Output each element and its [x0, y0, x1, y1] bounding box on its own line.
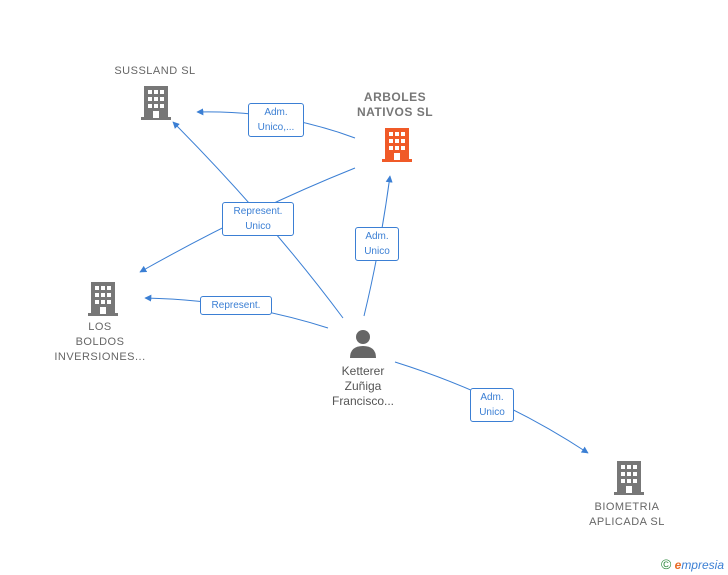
building-icon[interactable]	[382, 128, 412, 162]
sussland-label[interactable]: SUSSLAND SL	[114, 65, 196, 77]
losboldos-label[interactable]: LOS BOLDOS INVERSIONES...	[54, 321, 146, 363]
brand-watermark: © empresia	[660, 556, 724, 572]
person-icon[interactable]	[348, 328, 378, 358]
copyright-icon: ©	[660, 556, 672, 572]
building-icon[interactable]	[141, 86, 171, 120]
biometria-label[interactable]: BIOMETRIA APLICADA SL	[589, 501, 665, 528]
edge-label-adm-unico-sussland: Adm. Unico,...	[248, 103, 304, 137]
edge-label-represent-losboldos: Represent.	[200, 296, 272, 315]
edge-label-adm-unico-arboles: Adm. Unico	[355, 227, 399, 261]
person-label[interactable]: Ketterer Zuñiga Francisco...	[331, 364, 394, 408]
arboles-label[interactable]: ARBOLES NATIVOS SL	[356, 90, 434, 119]
building-icon[interactable]	[614, 461, 644, 495]
edge-label-represent-unico: Represent. Unico	[222, 202, 294, 236]
edge-label-adm-unico-biometria: Adm. Unico	[470, 388, 514, 422]
building-icon[interactable]	[88, 282, 118, 316]
